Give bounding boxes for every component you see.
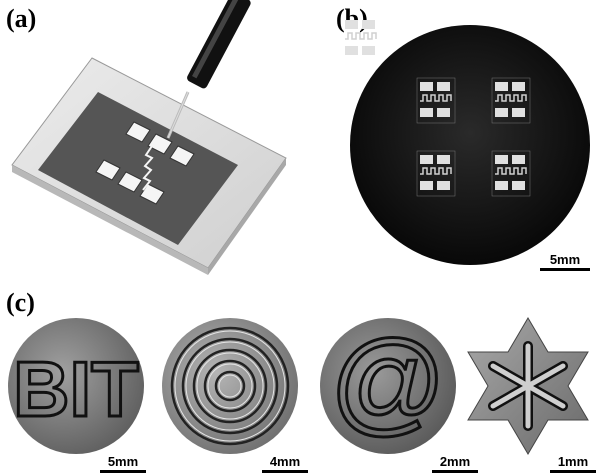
scale-label-c1: 5mm bbox=[107, 454, 139, 469]
panel-a-schematic bbox=[11, 0, 287, 275]
sample-text-bit: BIT bbox=[13, 345, 139, 433]
scale-bar-c3: 2mm bbox=[432, 454, 478, 473]
electrode-unit bbox=[345, 20, 377, 55]
sample-star bbox=[467, 317, 589, 455]
sample-rings bbox=[162, 318, 298, 454]
scale-line-b bbox=[540, 268, 590, 271]
scale-label-c4: 1mm bbox=[557, 454, 589, 469]
sample-at: @ bbox=[320, 317, 456, 454]
panel-label-a: (a) bbox=[6, 4, 37, 33]
panel-b-photo bbox=[345, 20, 590, 265]
scale-label-c3: 2mm bbox=[439, 454, 471, 469]
film-layer bbox=[38, 92, 238, 245]
probe-body bbox=[187, 0, 251, 89]
serpentine-trace bbox=[142, 145, 154, 191]
scale-label-b: 5mm bbox=[549, 252, 581, 267]
sample-disc-b bbox=[350, 25, 590, 265]
scale-bar-b: 5mm bbox=[540, 252, 590, 271]
sample-bit: BIT bbox=[8, 318, 144, 454]
panel-label-c: (c) bbox=[6, 288, 35, 317]
sample-text-at: @ bbox=[330, 318, 447, 446]
scale-bar-c4: 1mm bbox=[550, 454, 596, 473]
scale-bar-c2: 4mm bbox=[262, 454, 308, 473]
scale-bar-c1: 5mm bbox=[100, 454, 146, 473]
scale-label-c2: 4mm bbox=[269, 454, 301, 469]
substrate-edge bbox=[12, 165, 208, 275]
electrode-pads bbox=[95, 121, 195, 205]
